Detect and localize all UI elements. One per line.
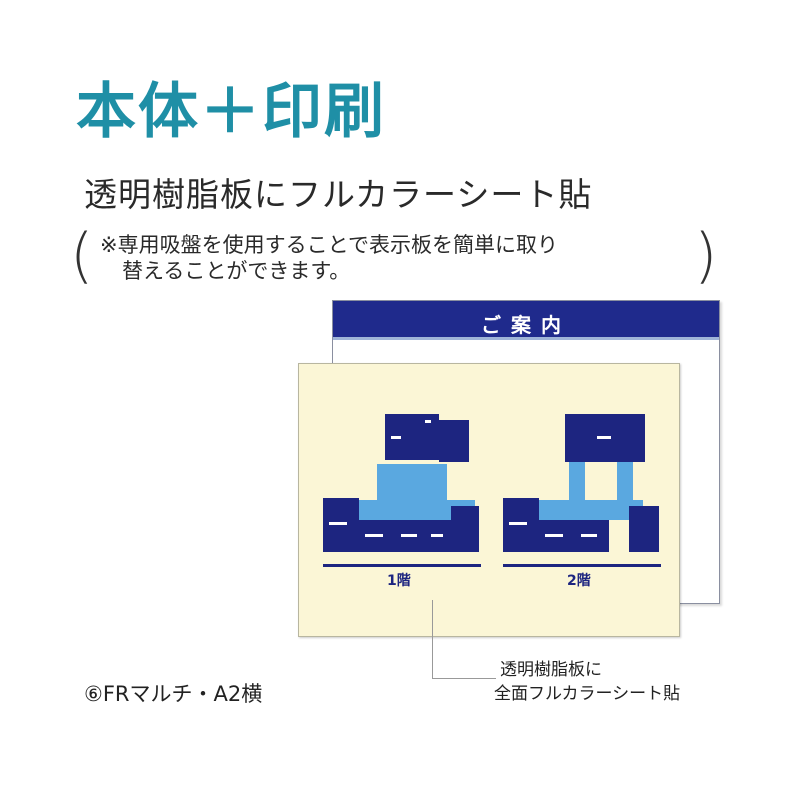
floor-plan-1 <box>319 414 484 564</box>
floor2-window <box>597 436 611 439</box>
board-header-label: ご案内 <box>481 313 571 337</box>
floor1-window <box>425 420 431 423</box>
floor2-corridor-main <box>539 500 643 520</box>
floor1-window <box>431 534 443 537</box>
floor1-window <box>365 534 383 537</box>
floor2-room-right <box>629 506 659 552</box>
callout-line-2: 全面フルカラーシート貼 <box>494 684 681 704</box>
floor1-window <box>401 534 417 537</box>
floor1-baseline <box>323 564 481 567</box>
floor2-baseline <box>503 564 661 567</box>
floor2-room-left <box>503 498 539 552</box>
floor2-corridor-right <box>617 462 633 510</box>
subtitle: 透明樹脂板にフルカラーシート貼 <box>84 175 593 214</box>
floor1-room-left <box>323 498 359 552</box>
floor1-room-right <box>451 506 479 552</box>
note-line-1: ※専用吸盤を使用することで表示板を簡単に取り <box>100 233 558 257</box>
floor2-window <box>545 534 563 537</box>
callout-line-1: 透明樹脂板に <box>500 660 602 680</box>
note-close-paren: ) <box>694 221 718 291</box>
callout-leader-line <box>432 600 433 678</box>
floor1-room-top-2 <box>419 414 439 460</box>
floor2-label: 2階 <box>567 573 591 589</box>
floor-plan-2 <box>499 414 664 564</box>
note-open-paren: ( <box>70 221 94 291</box>
floor1-window <box>329 522 347 525</box>
floor1-room-top <box>385 414 419 460</box>
floor1-label: 1階 <box>387 573 411 589</box>
note-line-2: 替えることができます。 <box>122 259 351 283</box>
page-title: 本体＋印刷 <box>76 77 386 147</box>
floor1-corridor-2 <box>359 500 475 520</box>
printed-sheet: 1階 2階 <box>298 363 680 637</box>
floor2-corridor-left <box>569 462 585 510</box>
board-header: ご案内 <box>333 301 719 340</box>
floor1-corridor <box>377 464 447 504</box>
floor1-window <box>391 436 401 439</box>
floor1-room-top-3 <box>439 420 469 462</box>
model-label: ⑥FRマルチ・A2横 <box>84 682 263 706</box>
callout-leader-line <box>432 678 496 679</box>
floor2-window <box>581 534 597 537</box>
floor2-window <box>509 522 527 525</box>
